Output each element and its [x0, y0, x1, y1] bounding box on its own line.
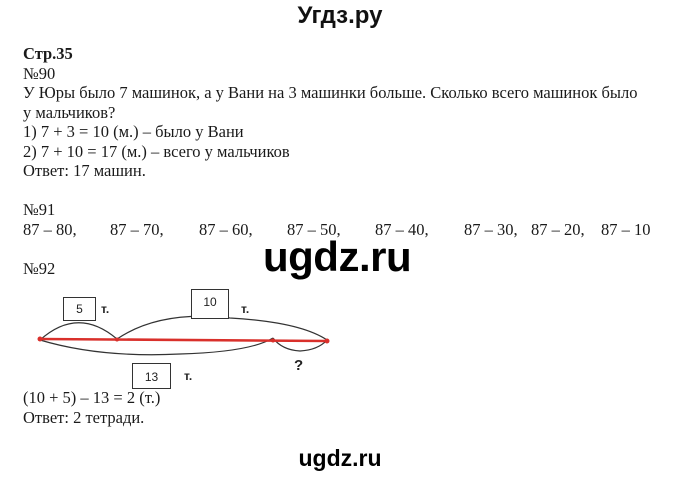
- task-92-solution-block: (10 + 5) – 13 = 2 (т.) Ответ: 2 тетради.: [23, 388, 673, 427]
- segment2-value-box: 10: [191, 289, 229, 319]
- task-92-segment-diagram: 5 т. 10 т. 13 т. ?: [0, 280, 360, 390]
- document-body: Стр.35 №90 У Юры было 7 машинок, а у Ван…: [23, 44, 673, 279]
- segment-diagram-graphic: [37, 315, 330, 356]
- segment1-value-box: 5: [63, 297, 96, 321]
- expression: 87 – 20,: [531, 219, 585, 239]
- task-92-solution: (10 + 5) – 13 = 2 (т.): [23, 388, 161, 407]
- site-title: Угдз.ру: [297, 2, 383, 29]
- expression: 87 – 30,: [464, 219, 518, 239]
- task-92-number: №92: [23, 259, 56, 278]
- task-90-question-line2: у мальчиков?: [23, 102, 116, 122]
- expression: 87 – 40,: [375, 219, 429, 239]
- task-91-number: №91: [23, 200, 56, 219]
- expression: 87 – 70,: [110, 219, 164, 239]
- unknown-segment-label: ?: [294, 357, 304, 374]
- expression: 87 – 80,: [23, 219, 77, 239]
- watermark-middle: ugdz.ru: [263, 233, 412, 280]
- task-91-expressions: 87 – 80, 87 – 70, 87 – 60, 87 – 50, 87 –…: [23, 220, 673, 240]
- task-90-step2: 2) 7 + 10 = 17 (м.) – всего у мальчиков: [23, 141, 290, 161]
- task-90-step1: 1) 7 + 3 = 10 (м.) – было у Вани: [23, 122, 244, 141]
- expression: 87 – 10: [601, 219, 651, 239]
- expression: 87 – 60,: [199, 219, 253, 239]
- total-unit: т.: [184, 369, 193, 383]
- task-90-answer: Ответ: 17 машин.: [23, 161, 146, 180]
- segment1-unit: т.: [101, 302, 110, 316]
- task-92-answer: Ответ: 2 тетради.: [23, 407, 145, 427]
- page-label: Стр.35: [23, 44, 73, 63]
- expression: 87 – 50,: [287, 219, 341, 239]
- segment2-unit: т.: [241, 302, 250, 316]
- task-90-question-line1: У Юры было 7 машинок, а у Вани на 3 маши…: [23, 83, 638, 102]
- task-90-number: №90: [23, 63, 56, 83]
- total-value-box: 13: [132, 363, 171, 389]
- watermark-bottom: ugdz.ru: [298, 445, 382, 471]
